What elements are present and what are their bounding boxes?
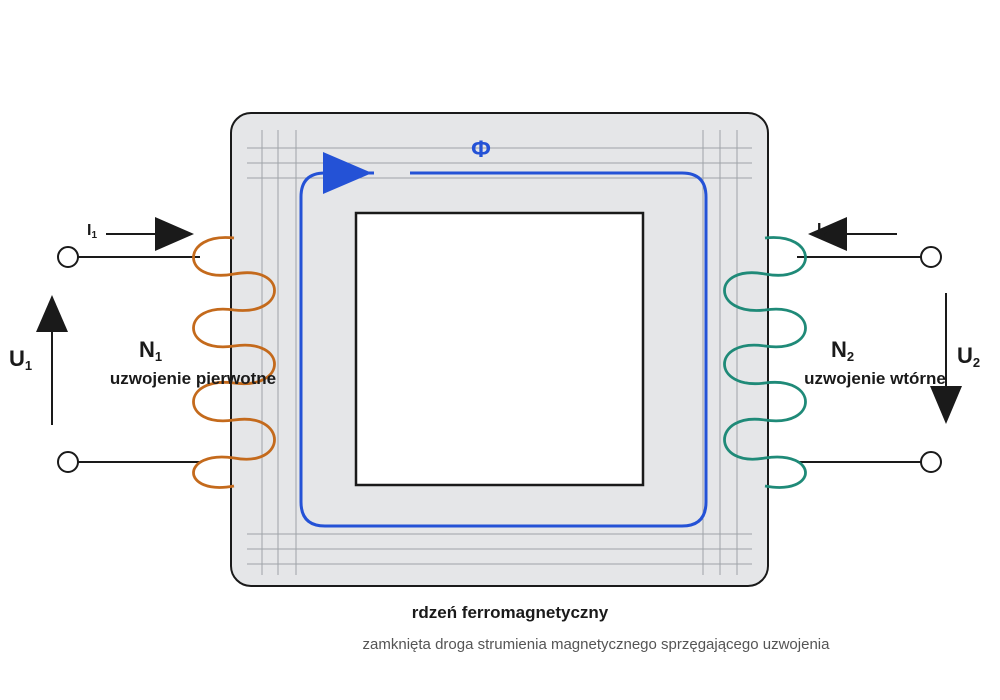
primary-coil [192, 236, 276, 489]
voltage-u1-arrow [36, 295, 68, 332]
primary-circuit [57, 246, 200, 473]
current-i1-label: I1 [87, 222, 97, 241]
secondary-terminal-top [920, 246, 942, 268]
core-label: rdzeń ferromagnetyczny [412, 603, 609, 622]
current-i1-arrow [155, 217, 194, 251]
flux-arrow [323, 152, 372, 194]
primary-turns-label: N1 [139, 337, 162, 364]
core-window [354, 211, 645, 487]
primary-terminal-bottom [57, 451, 79, 473]
voltage-u2-label: U2 [957, 343, 980, 370]
voltage-u1-label: U1 [9, 346, 32, 373]
core-description: zamknięta droga strumienia magnetycznego… [363, 636, 831, 653]
primary-winding-label: uzwojenie pierwotne [110, 369, 276, 388]
primary-terminal-top [57, 246, 79, 268]
current-i2-label: I2 [817, 221, 827, 240]
secondary-turns-label: N2 [831, 337, 854, 364]
flux-label: Φ [471, 136, 491, 163]
secondary-coil [723, 236, 807, 489]
secondary-circuit [797, 246, 942, 473]
secondary-winding-label: uzwojenie wtórne [804, 369, 946, 388]
secondary-terminal-bottom [920, 451, 942, 473]
flux-path [299, 171, 708, 528]
current-i2-arrow [808, 217, 847, 251]
voltage-u2-arrow [930, 386, 962, 424]
